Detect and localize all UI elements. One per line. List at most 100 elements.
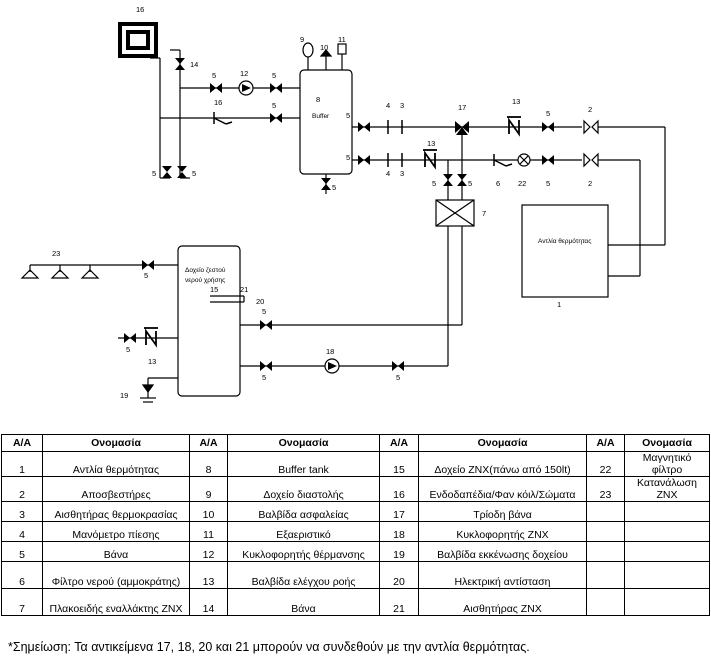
label-2: 2 — [588, 105, 592, 114]
label-13: 13 — [148, 357, 156, 366]
label-5: 5 — [272, 71, 276, 80]
hydraulic-schematic: 16 14 5 12 5 16 5 5 5 9 10 11 8 Buffer 5… — [20, 5, 666, 403]
table-cell: 9 — [189, 476, 228, 502]
label-12: 12 — [240, 69, 248, 78]
table-cell — [624, 541, 710, 562]
legend-header-row: A/A Ονομασία A/A Ονομασία A/A Ονομασία A… — [1, 434, 710, 452]
magnetic-filter-icon — [517, 153, 531, 167]
label-5: 5 — [346, 111, 350, 120]
label-21: 21 — [240, 285, 248, 294]
table-cell: Μαγνητικό φίλτρο — [624, 451, 710, 477]
header-aa: A/A — [379, 434, 419, 452]
table-cell — [624, 588, 710, 616]
label-5: 5 — [432, 179, 436, 188]
table-cell: 10 — [189, 501, 228, 522]
table-cell: 15 — [379, 451, 419, 477]
label-16: 16 — [136, 5, 144, 14]
label-5: 5 — [262, 307, 266, 316]
label-3: 3 — [400, 101, 404, 110]
table-cell — [624, 501, 710, 522]
label-17: 17 — [458, 103, 466, 112]
table-cell: 11 — [189, 521, 228, 542]
table-cell: 1 — [1, 451, 43, 477]
table-cell: 17 — [379, 501, 419, 522]
table-cell — [586, 588, 625, 616]
table-cell: Βάνα — [227, 588, 380, 616]
table-cell: 20 — [379, 561, 419, 589]
table-cell: Δοχείο διαστολής — [227, 476, 380, 502]
table-cell: 4 — [1, 521, 43, 542]
table-cell: Φίλτρο νερού (αμμοκράτης) — [42, 561, 190, 589]
label-22: 22 — [518, 179, 526, 188]
label-5: 5 — [546, 179, 550, 188]
label-7: 7 — [482, 209, 486, 218]
label-5: 5 — [272, 101, 276, 110]
table-cell: 13 — [189, 561, 228, 589]
table-cell: 7 — [1, 588, 43, 616]
label-5: 5 — [396, 373, 400, 382]
label-20: 20 — [256, 297, 264, 306]
table-cell: 23 — [586, 476, 625, 502]
table-cell — [586, 541, 625, 562]
label-5: 5 — [546, 109, 550, 118]
label-5: 5 — [144, 271, 148, 280]
table-cell — [624, 521, 710, 542]
label-3: 3 — [400, 169, 404, 178]
label-5: 5 — [192, 169, 196, 178]
label-19: 19 — [120, 391, 128, 400]
table-cell: 22 — [586, 451, 625, 477]
table-cell: 21 — [379, 588, 419, 616]
table-cell: 6 — [1, 561, 43, 589]
buffer-accessories — [302, 42, 347, 58]
label-13: 13 — [427, 139, 435, 148]
label-1: 1 — [557, 300, 561, 309]
table-cell: Κυκλοφορητής θέρμανσης — [227, 541, 380, 562]
table-cell: Ενδοδαπέδια/Φαν κόιλ/Σώματα — [418, 476, 587, 502]
table-cell: Βαλβίδα ελέγχου ροής — [227, 561, 380, 589]
label-8: 8 — [316, 95, 320, 104]
table-cell: Βαλβίδα εκκένωσης δοχείου — [418, 541, 587, 562]
buffer-label: Buffer — [312, 113, 330, 120]
label-15: 15 — [210, 285, 218, 294]
table-cell: Αισθητήρας θερμοκρασίας — [42, 501, 190, 522]
dhw-pump-icon — [324, 358, 340, 374]
dhw-tank-label-1: Δοχείο ζεστού — [185, 266, 226, 274]
header-name: Ονομασία — [418, 434, 587, 452]
footnote: *Σημείωση: Τα αντικείμενα 17, 18, 20 και… — [8, 640, 530, 654]
header-aa: A/A — [586, 434, 625, 452]
table-cell: 18 — [379, 521, 419, 542]
label-5: 5 — [468, 179, 472, 188]
label-9: 9 — [300, 35, 304, 44]
header-aa: A/A — [189, 434, 228, 452]
table-cell: Βάνα — [42, 541, 190, 562]
table-cell: 19 — [379, 541, 419, 562]
table-cell: Μανόμετρο πίεσης — [42, 521, 190, 542]
label-5: 5 — [152, 169, 156, 178]
heat-pump-label: Αντλία θερμότητας — [538, 237, 591, 245]
label-5: 5 — [332, 183, 336, 192]
label-5: 5 — [346, 153, 350, 162]
underfloor-heating-icon — [118, 22, 158, 58]
legend-table: A/A Ονομασία A/A Ονομασία A/A Ονομασία A… — [1, 434, 710, 616]
header-name: Ονομασία — [227, 434, 380, 452]
table-cell: Ηλεκτρική αντίσταση — [418, 561, 587, 589]
label-5: 5 — [212, 71, 216, 80]
table-cell: Δοχείο ZNX(πάνω από 150lt) — [418, 451, 587, 477]
label-13: 13 — [512, 97, 520, 106]
sensor-icons — [387, 120, 403, 167]
header-name: Ονομασία — [624, 434, 710, 452]
table-cell: 3 — [1, 501, 43, 522]
label-2: 2 — [588, 179, 592, 188]
table-row: 3 Αισθητήρας θερμοκρασίας 10 Βαλβίδα ασφ… — [1, 501, 710, 522]
table-cell: Κυκλοφορητής ΖΝΧ — [418, 521, 587, 542]
header-aa: A/A — [1, 434, 43, 452]
table-cell: 5 — [1, 541, 43, 562]
table-row: 4 Μανόμετρο πίεσης 11 Εξαεριστικό 18 Κυκ… — [1, 521, 710, 542]
label-11: 11 — [338, 35, 346, 44]
three-way-valve-icon — [455, 121, 469, 135]
table-cell: Αισθητήρας ZNX — [418, 588, 587, 616]
table-cell: Buffer tank — [227, 451, 380, 477]
label-18: 18 — [326, 347, 334, 356]
table-cell — [586, 501, 625, 522]
label-5: 5 — [262, 373, 266, 382]
